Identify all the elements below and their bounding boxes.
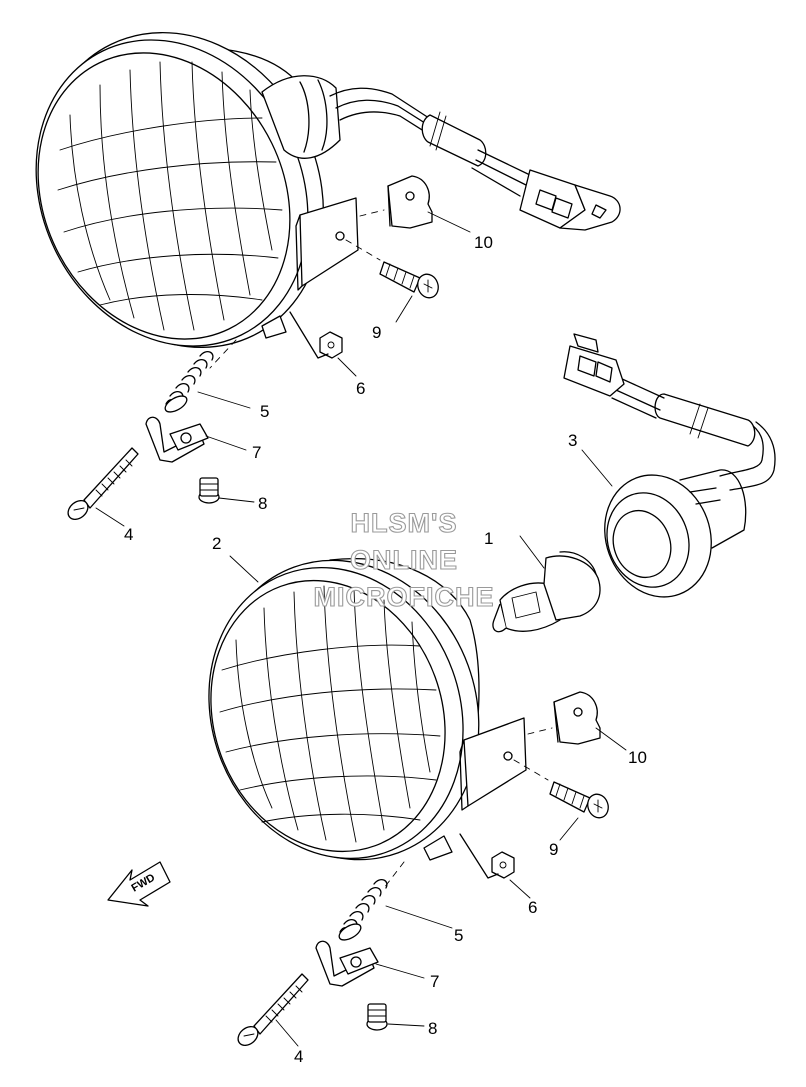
watermark-line-3: MICROFICHE: [314, 582, 495, 612]
callout-lower-8: 8: [428, 1019, 437, 1038]
upper-bolt-4: [67, 447, 139, 527]
lower-nut-6: [459, 833, 531, 899]
lower-lens-pattern: [219, 585, 441, 843]
callout-lower-9: 9: [549, 840, 558, 859]
callout-lower-3: 3: [568, 431, 577, 450]
callout-lower-4: 4: [294, 1047, 303, 1066]
lower-bracket-7: [315, 940, 425, 987]
lower-spring-5: [338, 878, 453, 941]
upper-screw-9: [379, 261, 439, 323]
upper-headlight-assembly: [35, 32, 621, 369]
callout-lower-1: 1: [484, 529, 493, 548]
callout-upper-9: 9: [372, 323, 381, 342]
callout-upper-6: 6: [356, 379, 365, 398]
upper-lens-pattern: [57, 61, 283, 331]
callout-lower-5: 5: [454, 926, 463, 945]
callout-upper-5: 5: [260, 402, 269, 421]
lower-bulb-1: [492, 535, 601, 633]
lower-screw-8: [366, 1003, 425, 1031]
watermark-line-1: HLSM'S: [351, 508, 458, 538]
upper-screw-8: [198, 477, 255, 504]
watermark: HLSM'S ONLINE MICROFICHE: [313, 507, 495, 612]
callout-lower-6: 6: [528, 898, 537, 917]
callout-lower-10: 10: [628, 748, 647, 767]
callout-lower-7: 7: [430, 972, 439, 991]
lower-socket-3: [563, 333, 776, 598]
lower-screw-9: [549, 781, 609, 841]
upper-bracket-7: [145, 416, 247, 463]
lower-bolt-4: [237, 973, 309, 1047]
callout-lower-2: 2: [212, 534, 221, 553]
fwd-direction-arrow: FWD: [107, 861, 171, 907]
upper-spring-5: [164, 350, 251, 413]
lower-clip-nut-10: [553, 691, 627, 751]
callout-upper-8: 8: [258, 494, 267, 513]
callout-upper-10: 10: [474, 233, 493, 252]
callout-upper-4: 4: [124, 525, 133, 544]
lower-headlight-assembly: [208, 558, 553, 889]
lower-leader-2: [229, 555, 259, 583]
callout-upper-7: 7: [252, 443, 261, 462]
callout-labels: 10 9 6 5 7 8 4 3 2 1 10 9 6 5 7 8 4: [124, 233, 647, 1066]
upper-clip-nut-10: [387, 175, 471, 233]
upper-nut-6: [289, 311, 357, 377]
watermark-line-2: ONLINE: [350, 545, 458, 575]
